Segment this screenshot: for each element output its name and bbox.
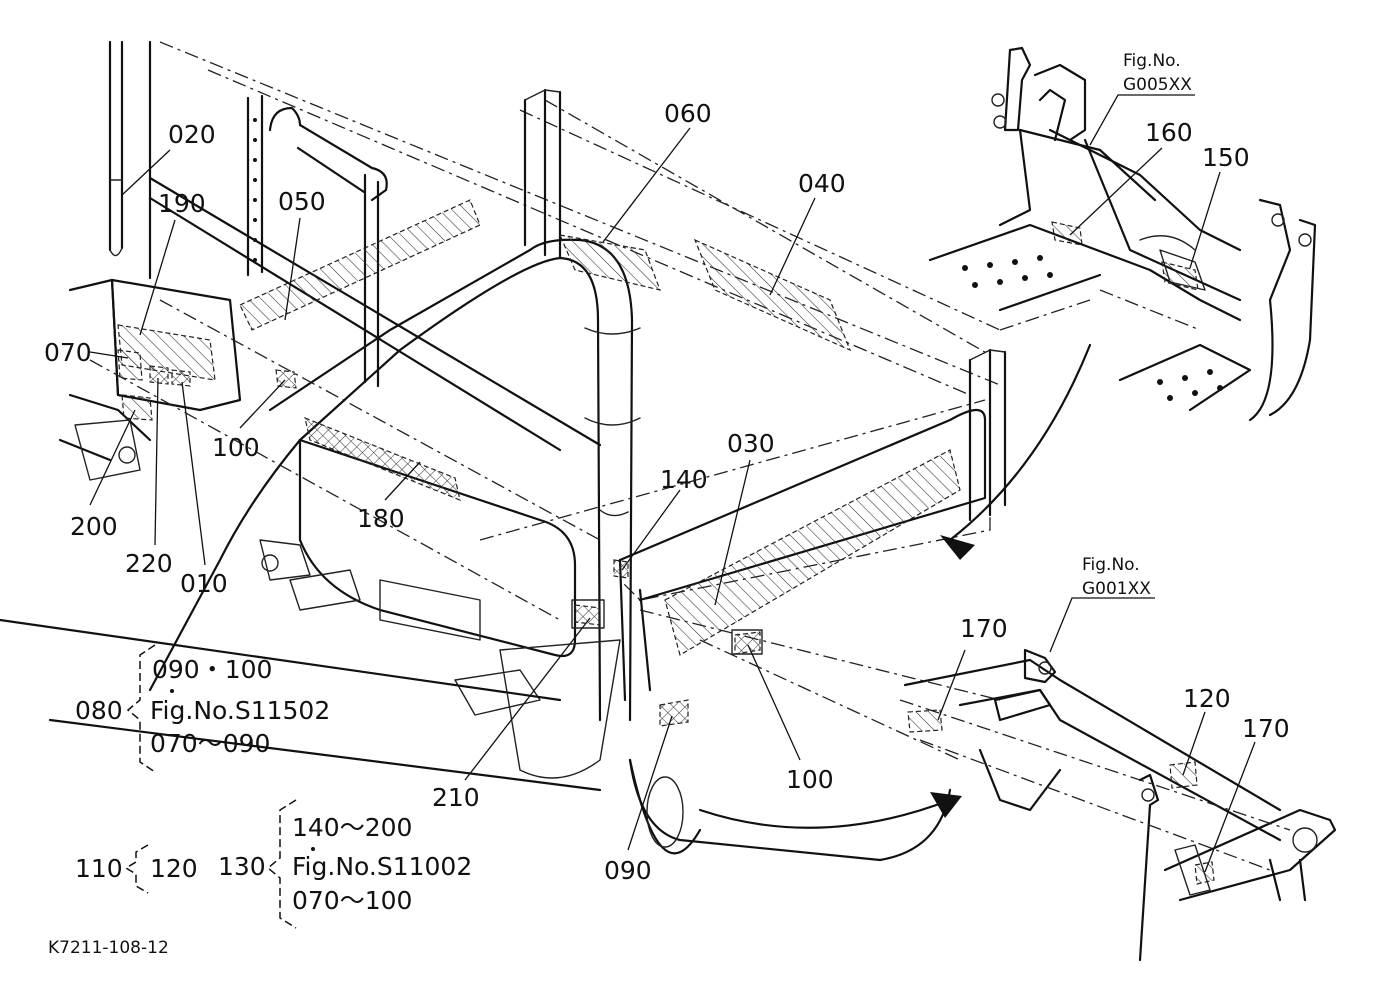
callout-120: 120 (1183, 684, 1231, 713)
group-080: 080 090・100 Fig.No.S11502 070～090 (75, 644, 330, 773)
callout-170-left: 170 (960, 614, 1008, 643)
callout-050: 050 (278, 187, 326, 216)
decal-030 (664, 449, 961, 656)
group-130-parent: 130 (218, 852, 266, 881)
decal-090 (659, 699, 689, 727)
callout-100-lower: 100 (786, 765, 834, 794)
figure-ref-g001xx-line2: G001XX (1082, 579, 1151, 599)
decal-210 (574, 604, 601, 626)
callout-140: 140 (660, 465, 708, 494)
decal-010 (171, 369, 191, 387)
callout-040: 040 (798, 169, 846, 198)
decal-100b (734, 631, 761, 655)
decal-060 (559, 234, 661, 291)
callout-090: 090 (604, 856, 652, 885)
group-110-line1: 120 (150, 854, 198, 883)
callout-070: 070 (44, 338, 92, 367)
arrow-curved-lower (698, 792, 962, 829)
group-130-dot (311, 847, 315, 851)
inset-g001xx (899, 648, 1337, 962)
callout-180: 180 (357, 504, 405, 533)
inset-g005xx (928, 46, 1317, 422)
group-110: 110 120 (75, 844, 198, 894)
callout-labels: 020 190 050 060 040 160 150 070 100 030 … (44, 99, 1290, 885)
decal-220 (149, 365, 169, 385)
callout-170-right: 170 (1242, 714, 1290, 743)
main-assembly (0, 40, 1007, 862)
group-130-line1: 140～200 (292, 813, 412, 842)
callout-010: 010 (180, 569, 228, 598)
leaders (89, 94, 1256, 873)
inset-g005xx-holes (962, 255, 1223, 401)
decal-040 (693, 238, 852, 352)
figure-ref-g005xx: Fig.No. G005XX (1123, 51, 1192, 95)
callout-150: 150 (1202, 143, 1250, 172)
group-080-line3: 070～090 (150, 729, 270, 758)
group-080-line2: Fig.No.S11502 (150, 696, 330, 725)
figure-ref-g001xx-line1: Fig.No. (1082, 555, 1140, 575)
arrow-curved-upper (940, 343, 1092, 560)
group-080-parent: 080 (75, 696, 123, 725)
group-110-parent: 110 (75, 854, 123, 883)
callout-160: 160 (1145, 118, 1193, 147)
decal-100a (275, 369, 297, 389)
figure-ref-g001xx: Fig.No. G001XX (1082, 555, 1151, 599)
drawing-code: K7211-108-12 (48, 938, 169, 958)
figure-ref-g005xx-line2: G005XX (1123, 75, 1192, 95)
callout-030: 030 (727, 429, 775, 458)
decal-070 (117, 349, 143, 381)
group-130: 130 140～200 Fig.No.S11002 070～100 (218, 799, 472, 929)
figure-ref-g005xx-line1: Fig.No. (1123, 51, 1181, 71)
callout-210: 210 (432, 783, 480, 812)
callout-200: 200 (70, 512, 118, 541)
group-130-line3: 070～100 (292, 886, 412, 915)
decal-140 (613, 559, 629, 579)
group-080-dot (170, 689, 174, 693)
callout-190: 190 (158, 189, 206, 218)
callout-100-upper: 100 (212, 433, 260, 462)
group-130-line2: Fig.No.S11002 (292, 852, 472, 881)
decal-180 (304, 417, 461, 501)
callout-220: 220 (125, 549, 173, 578)
decal-050 (239, 199, 481, 331)
decal-200 (121, 394, 153, 421)
group-080-line1: 090・100 (152, 655, 272, 684)
decals (117, 199, 961, 727)
callout-060: 060 (664, 99, 712, 128)
callout-020: 020 (168, 120, 216, 149)
